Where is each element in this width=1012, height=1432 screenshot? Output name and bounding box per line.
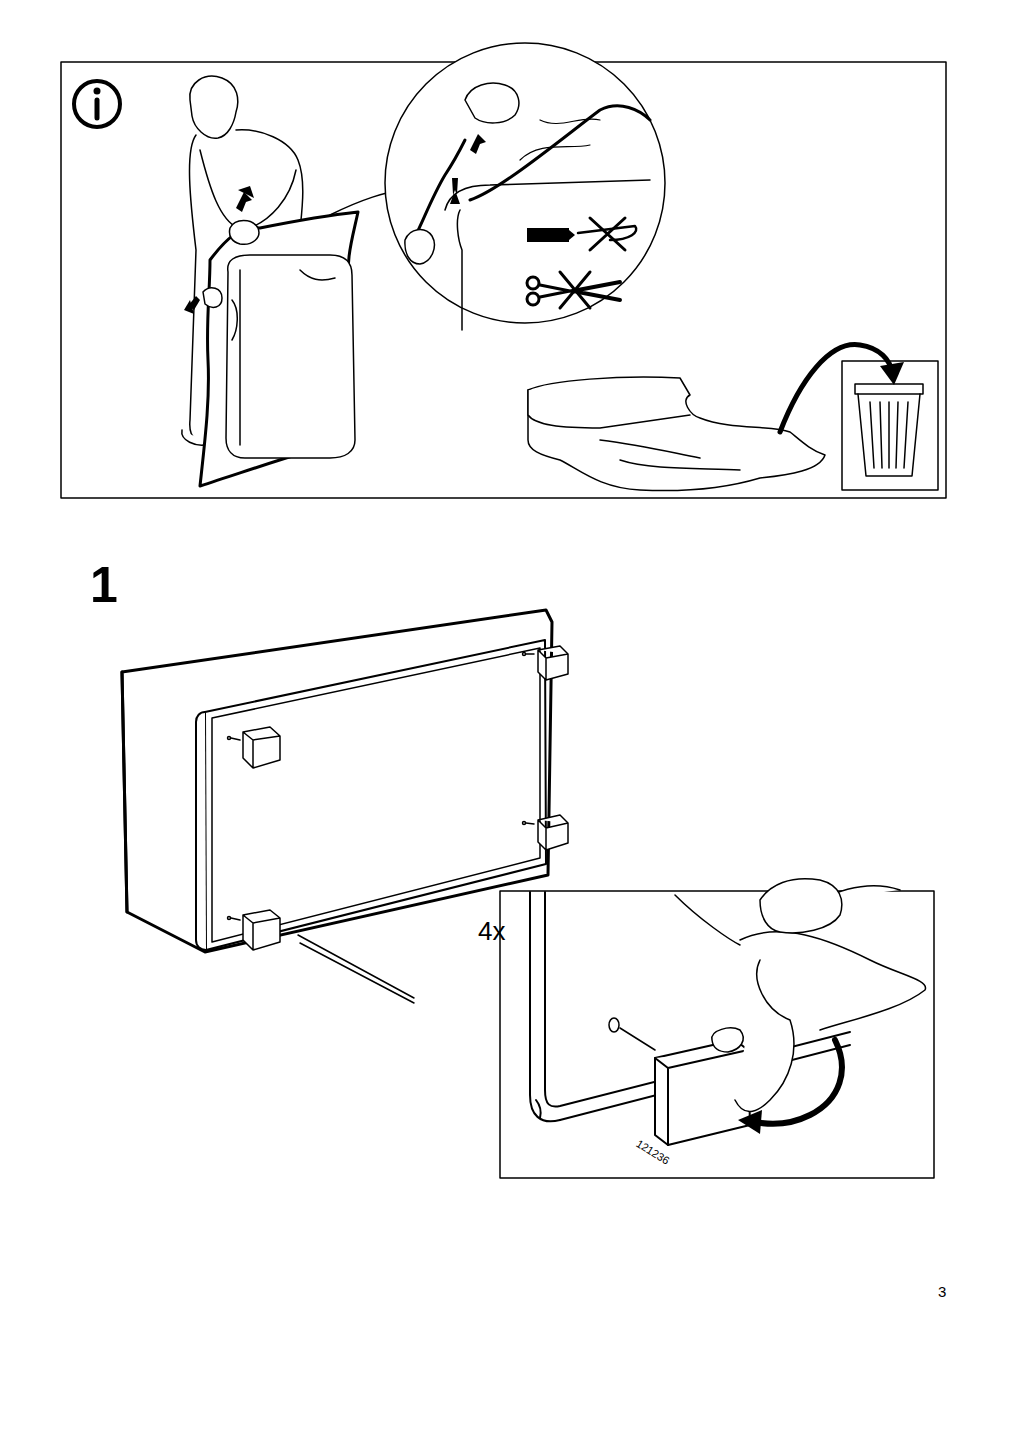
direction-arrow — [184, 186, 254, 314]
rotation-arrow — [738, 1040, 842, 1134]
info-icon — [74, 81, 120, 127]
hand — [675, 879, 926, 1112]
sofa-foot — [228, 646, 569, 950]
callout-leader — [298, 935, 414, 1003]
detail-magnifier — [330, 43, 665, 330]
quantity-label: 4x — [478, 918, 505, 944]
sofa-frame — [122, 610, 552, 952]
step-number: 1 — [90, 560, 118, 610]
detail-box — [500, 891, 934, 1178]
hand — [203, 221, 259, 308]
trash-bin-icon — [842, 361, 938, 490]
no-knife-symbol — [527, 218, 636, 250]
page-number: 3 — [938, 1284, 946, 1299]
packaged-cushion — [200, 212, 358, 486]
no-scissors-symbol — [527, 272, 620, 308]
discard-arrow — [780, 345, 904, 432]
foot-block — [655, 1040, 750, 1145]
screw-hole — [609, 1018, 655, 1050]
